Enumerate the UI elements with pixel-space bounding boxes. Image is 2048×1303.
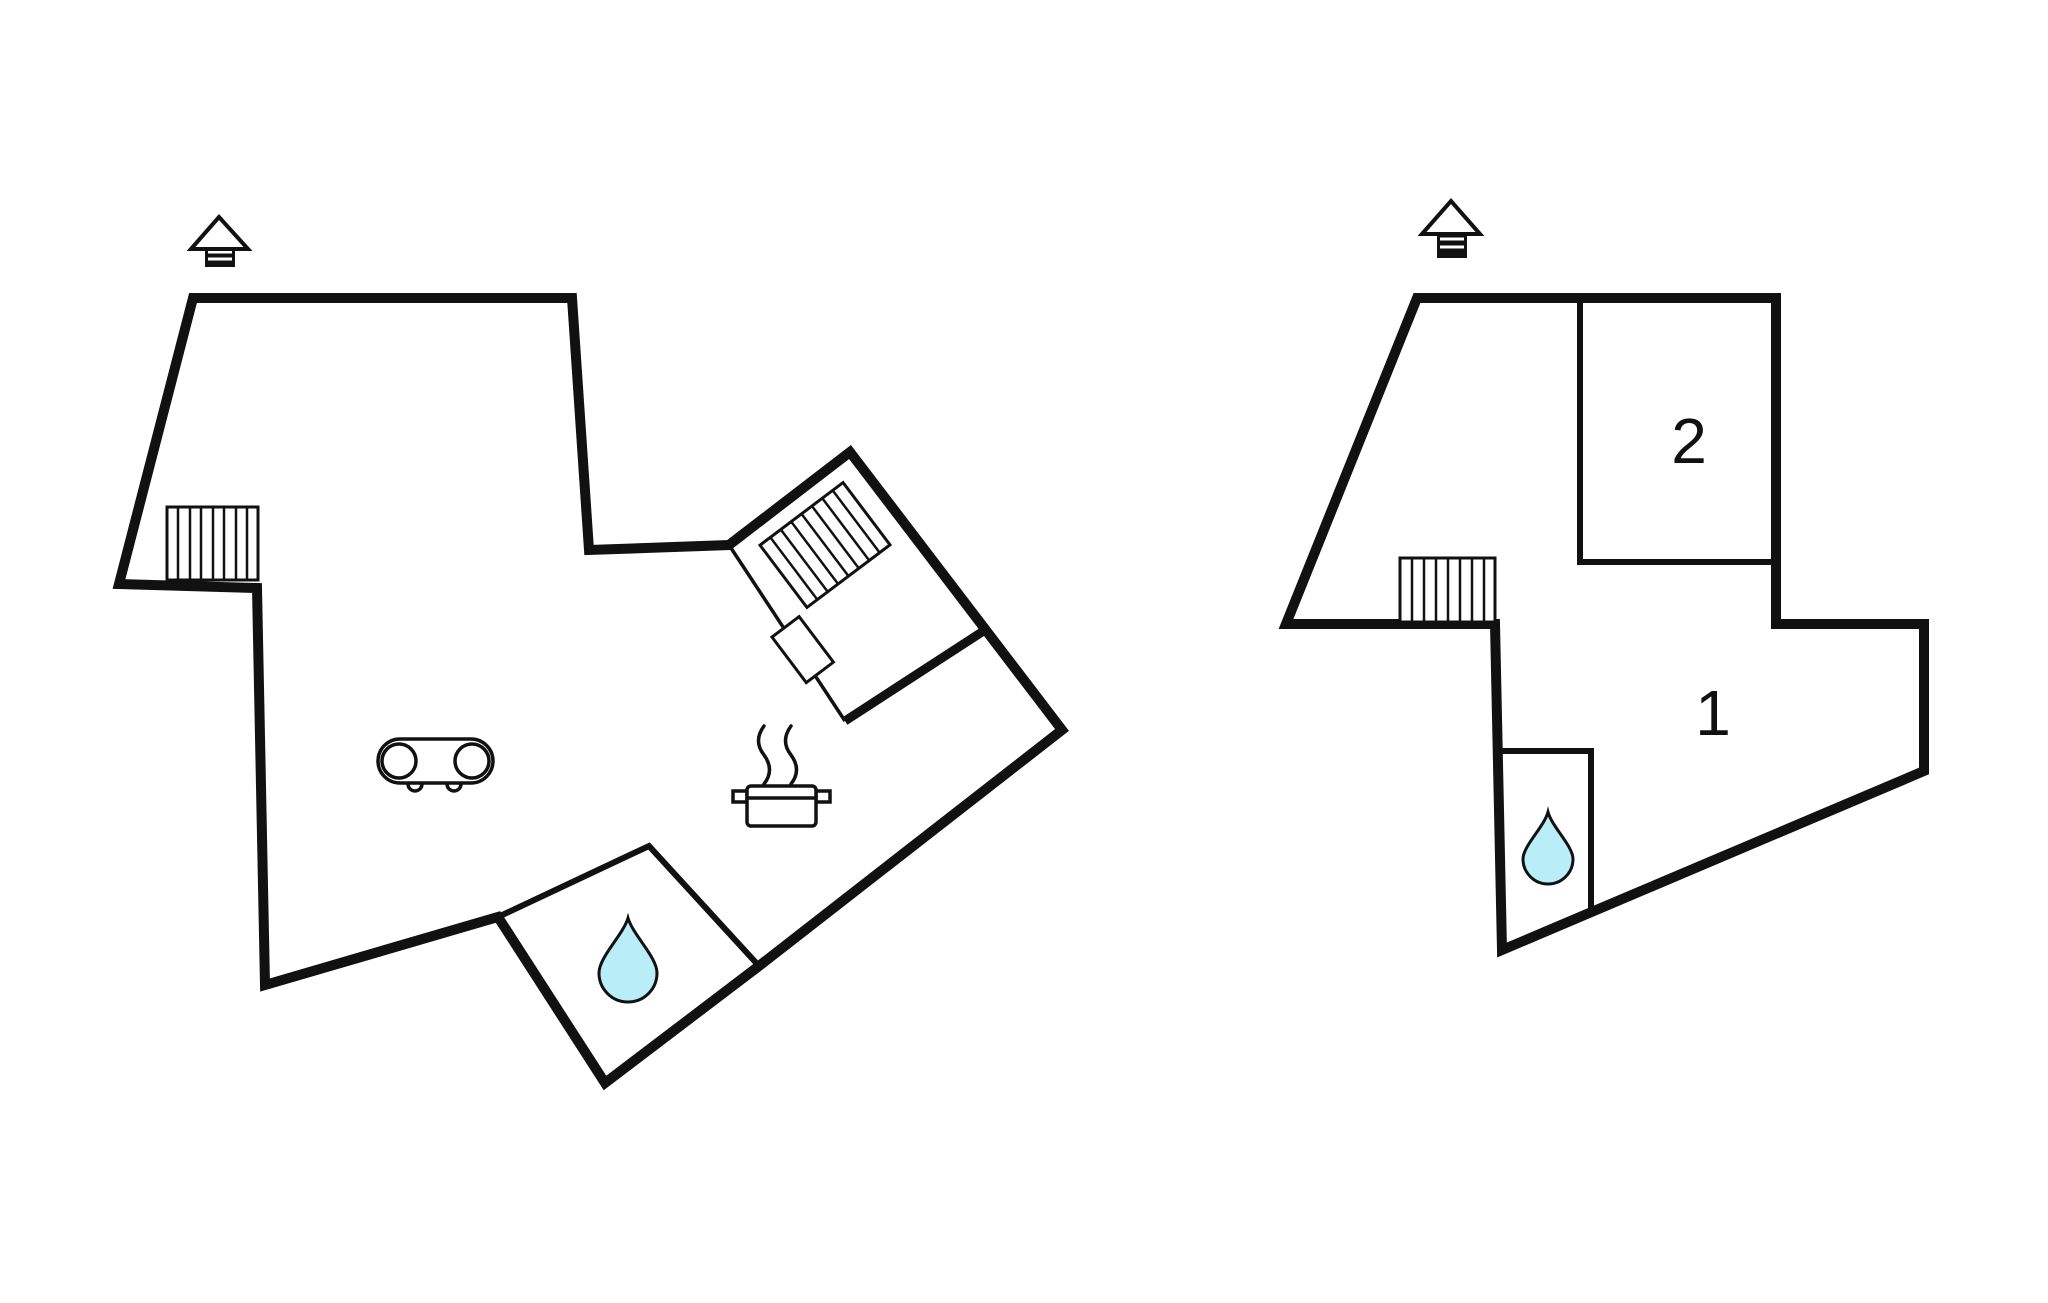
bathroom-walls	[496, 842, 762, 969]
cooking-pot-icon	[731, 724, 832, 828]
sofa-armrest	[453, 742, 491, 780]
rotated-staircase	[757, 480, 893, 610]
pot-handle	[814, 789, 832, 804]
room-label-2: 2	[1671, 405, 1707, 477]
water-drop-icon	[1521, 806, 1575, 886]
water-drop-icon	[597, 912, 659, 1004]
staircase-steps	[769, 489, 881, 601]
steam-line	[756, 724, 772, 786]
bathroom-walls	[1498, 748, 1594, 910]
staircase-steps	[1410, 558, 1486, 622]
staircase-room-wall	[842, 626, 988, 725]
ground-floor-outline	[112, 293, 1069, 1091]
staircase-room	[727, 480, 988, 725]
upper-floor-outline	[1278, 293, 1929, 958]
entrance-roof	[186, 213, 253, 251]
ground-floor-plan	[112, 213, 1069, 1091]
room-label-1: 1	[1695, 677, 1731, 749]
steam-line	[783, 724, 799, 786]
sofa-armrest	[380, 742, 418, 780]
staircase	[165, 505, 260, 582]
entrance-roof	[1417, 197, 1485, 236]
pot-body	[745, 784, 818, 828]
staircase-steps	[176, 507, 249, 580]
upper-floor-plan: 2 1	[1278, 197, 1929, 958]
entrance-icon	[186, 213, 253, 267]
entrance-icon	[1417, 197, 1485, 258]
sofa-icon	[376, 737, 495, 793]
room2-walls	[1577, 300, 1779, 565]
staircase-landing	[769, 614, 836, 685]
staircase	[1398, 556, 1497, 624]
pot-handle	[731, 789, 749, 804]
